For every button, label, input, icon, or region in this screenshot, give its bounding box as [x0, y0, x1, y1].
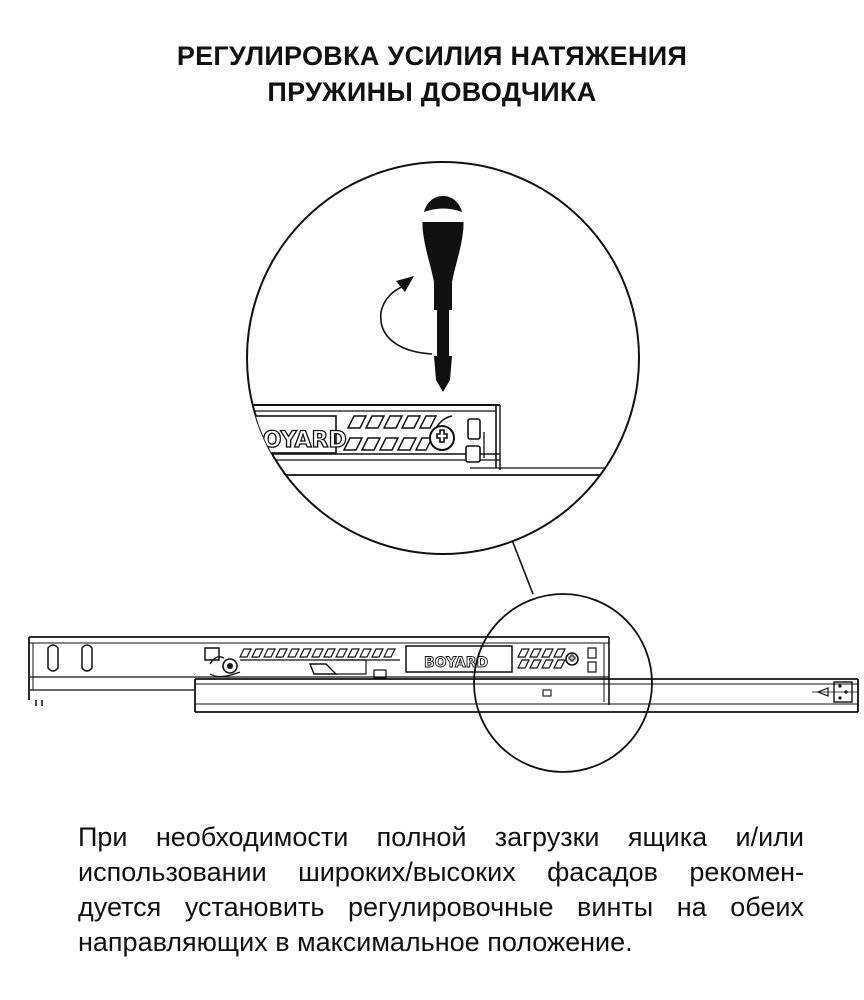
title-line-2: ПРУЖИНЫ ДОВОДЧИКА — [267, 77, 597, 107]
detail-circle — [473, 593, 653, 773]
rotation-arrow-icon — [380, 276, 433, 355]
page-title: РЕГУЛИРОВКА УСИЛИЯ НАТЯЖЕНИЯ ПРУЖИНЫ ДОВ… — [0, 38, 864, 110]
description-line-2: использовании широких/высоких фасадов ре… — [78, 857, 804, 887]
description-line-3: дуется установить регулировочные винты н… — [78, 892, 804, 922]
leader-line — [511, 539, 534, 595]
zoom-adjust-screw-icon — [429, 425, 455, 451]
description-text: При необходимости полной загрузки ящика … — [78, 820, 804, 960]
zoom-slots — [342, 415, 453, 451]
description-line-1: При необходимости полной загрузки ящика … — [78, 822, 804, 852]
runner-brand-logo: BOYARD — [424, 655, 488, 671]
runner-rail — [28, 636, 859, 713]
title-line-1: РЕГУЛИРОВКА УСИЛИЯ НАТЯЖЕНИЯ — [176, 41, 688, 71]
screwdriver-icon — [419, 196, 467, 392]
description-line-4: направляющих в максимальное положение. — [78, 927, 633, 957]
zoom-detail: BOYARD — [246, 161, 640, 555]
